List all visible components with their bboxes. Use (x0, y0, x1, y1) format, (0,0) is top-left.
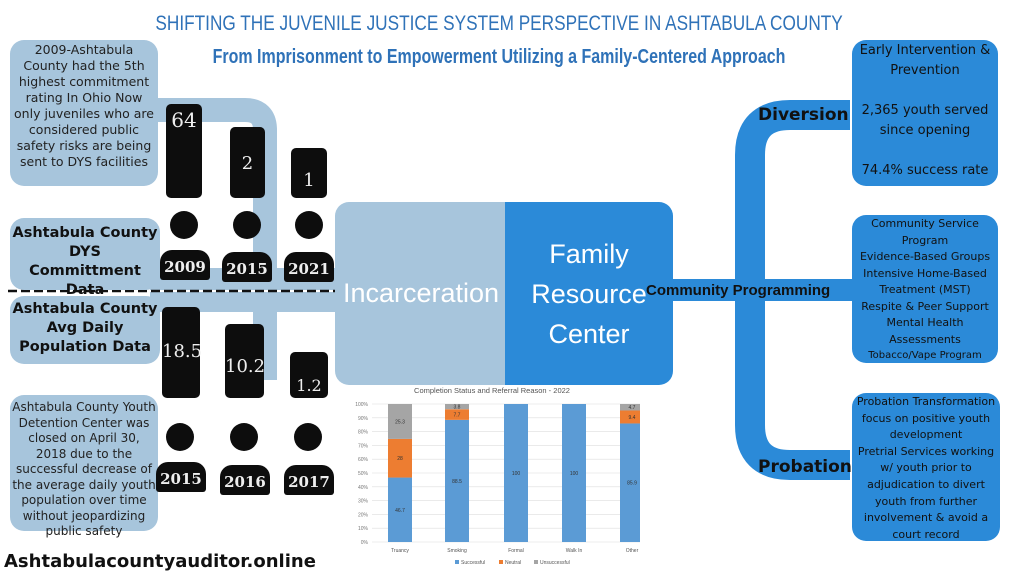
dys-year-2021: 2021 (284, 252, 334, 282)
person-icon (295, 211, 323, 239)
data-label: 4.7 (629, 405, 636, 411)
legend-label: Successful (461, 560, 485, 566)
data-label: 25.3 (395, 419, 405, 425)
adp-label: Ashtabula County Avg Daily Population Da… (10, 296, 160, 364)
community-item: Community Service Program (871, 217, 979, 247)
adp-year-2017: 2017 (284, 465, 334, 495)
adp-year-2015: 2015 (156, 462, 206, 492)
page-title: SHIFTING THE JUVENILE JUSTICE SYSTEM PER… (155, 12, 843, 35)
y-tick-label: 100% (355, 402, 368, 408)
y-tick-label: 10% (358, 526, 369, 532)
y-tick-label: 40% (358, 485, 369, 491)
person-icon (170, 211, 198, 239)
x-tick-label: Other (626, 548, 639, 554)
bar-successful-other (620, 423, 640, 542)
community-item: Tobacco/Vape Program (868, 350, 982, 361)
x-tick-label: Walk In (566, 548, 583, 554)
adp-bar-2015: 18.5 (162, 307, 202, 398)
adp-bar-2016: 10.2 (225, 324, 265, 398)
adp-year-2016: 2016 (220, 465, 270, 495)
diversion-label: Diversion (758, 105, 849, 125)
bar-neutral-other (620, 410, 640, 424)
x-tick-label: Truancy (391, 548, 409, 554)
data-label: 85.9 (627, 481, 637, 487)
incarceration-node: Incarceration (335, 202, 507, 385)
dys-label: Ashtabula County DYS Committment Data (10, 218, 160, 298)
footer-site: Ashtabulacountyauditor.online (4, 551, 316, 572)
data-label: 28 (397, 456, 403, 462)
probation-item: Probation Transformation focus on positi… (856, 395, 996, 442)
person-icon (294, 423, 322, 451)
dys-year-2009: 2009 (160, 250, 210, 280)
person-icon (166, 423, 194, 451)
chart-title: Completion Status and Referral Reason - … (414, 386, 570, 395)
bar-successful-formal (504, 404, 528, 542)
person-icon (233, 211, 261, 239)
bar-unsuccessful-truancy (388, 404, 412, 439)
bar-successful-truancy (388, 477, 412, 542)
dys-bar-2021: 1 (291, 148, 327, 198)
community-programming-label: Community Programming (646, 282, 831, 299)
y-tick-label: 30% (358, 499, 369, 505)
y-tick-label: 80% (358, 430, 369, 436)
legend-swatch (499, 560, 503, 564)
data-label: 3.8 (454, 405, 461, 411)
probation-label: Probation (758, 457, 852, 477)
probation-box: Probation Transformation focus on positi… (852, 393, 1000, 541)
data-label: 9.4 (629, 415, 636, 421)
bar-successful-walk-in (562, 404, 586, 542)
bar-unsuccessful-other (620, 404, 640, 411)
bar-neutral-smoking (445, 409, 469, 420)
bar-unsuccessful-smoking (445, 404, 469, 410)
community-item: Mental Health Assessments (886, 316, 964, 346)
community-item: Evidence-Based Groups (859, 250, 991, 263)
family-resource-center-node: Family Resource Center (505, 202, 673, 385)
legend-label: Unsuccessful (540, 560, 570, 566)
y-tick-label: 70% (358, 443, 369, 449)
detention-note: Ashtabula County Youth Detention Center … (10, 395, 158, 538)
data-label: 88.5 (452, 479, 462, 485)
diversion-item: 2,365 youth served since opening (861, 103, 989, 138)
data-label: 100 (570, 471, 579, 477)
diversion-item: Early Intervention & Prevention (859, 43, 991, 78)
bar-successful-smoking (445, 419, 469, 542)
x-tick-label: Formal (508, 548, 524, 554)
y-tick-label: 60% (358, 457, 369, 463)
completion-chart: Completion Status and Referral Reason - … (355, 386, 640, 566)
data-label: 46.7 (395, 508, 405, 514)
x-tick-label: Smoking (447, 548, 467, 554)
legend-label: Neutral (505, 560, 521, 566)
legend-swatch (534, 560, 538, 564)
dys-year-2015: 2015 (222, 252, 272, 282)
data-label: 7.7 (454, 413, 461, 419)
bar-neutral-truancy (388, 438, 412, 478)
y-tick-label: 0% (361, 540, 369, 546)
community-item: Respite & Peer Support (861, 299, 989, 313)
community-box: Community Service Program Evidence-Based… (852, 215, 998, 363)
probation-item: Pretrial Services working w/ youth prior… (857, 444, 995, 541)
community-item: Intensive Home-Based Treatment (MST) (863, 266, 987, 297)
adp-bar-2017: 1.2 (290, 352, 328, 398)
dys-bar-2015: 2 (230, 127, 265, 198)
diversion-item: 74.4% success rate (861, 163, 989, 178)
diversion-box: Early Intervention & Prevention 2,365 yo… (852, 40, 998, 186)
y-tick-label: 50% (358, 471, 369, 477)
legend-swatch (455, 560, 459, 564)
person-icon (230, 423, 258, 451)
y-tick-label: 90% (358, 416, 369, 422)
dys-note: 2009-Ashtabula County had the 5th highes… (10, 40, 158, 186)
dys-bar-2009: 64 (166, 104, 202, 198)
y-tick-label: 20% (358, 512, 369, 518)
data-label: 100 (512, 471, 521, 477)
page-subtitle: From Imprisonment to Empowerment Utilizi… (212, 46, 786, 68)
